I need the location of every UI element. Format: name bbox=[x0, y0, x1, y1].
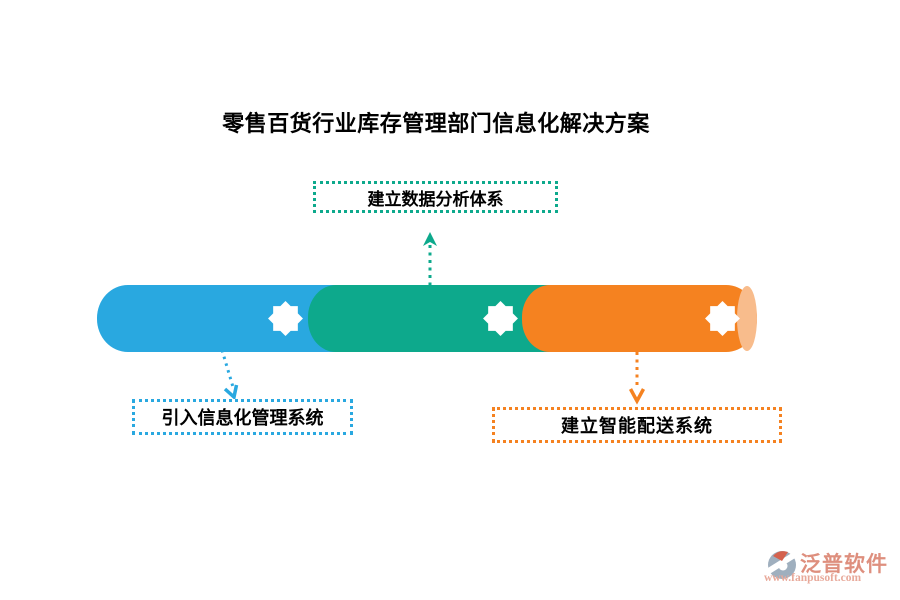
eight-point-star-icon bbox=[705, 301, 740, 336]
brand-logo-icon bbox=[765, 551, 797, 579]
dotted-arrow-up-icon bbox=[423, 232, 437, 287]
callout-data-analysis: 建立数据分析体系 bbox=[313, 181, 558, 213]
eight-point-star-icon bbox=[483, 301, 518, 336]
bar-segment-phase-1 bbox=[97, 285, 340, 352]
brand-name: 泛普软件 bbox=[800, 553, 888, 576]
callout-label: 引入信息化管理系统 bbox=[161, 408, 324, 428]
callout-smart-delivery: 建立智能配送系统 bbox=[492, 407, 782, 443]
brand-url: www.fanpusoft.com bbox=[764, 572, 862, 584]
callout-label: 建立智能配送系统 bbox=[561, 416, 713, 436]
process-bar bbox=[97, 285, 757, 352]
callout-it-management: 引入信息化管理系统 bbox=[132, 399, 353, 435]
callout-label: 建立数据分析体系 bbox=[367, 189, 504, 209]
dotted-arrow-down-icon bbox=[628, 352, 646, 405]
bar-segment-phase-2 bbox=[308, 285, 551, 352]
dotted-arrow-down-left-icon bbox=[220, 349, 239, 401]
cylinder-end-cap bbox=[737, 286, 757, 351]
bar-segment-phase-3 bbox=[522, 285, 757, 352]
page-title: 零售百货行业库存管理部门信息化解决方案 bbox=[222, 111, 650, 136]
eight-point-star-icon bbox=[268, 301, 303, 336]
